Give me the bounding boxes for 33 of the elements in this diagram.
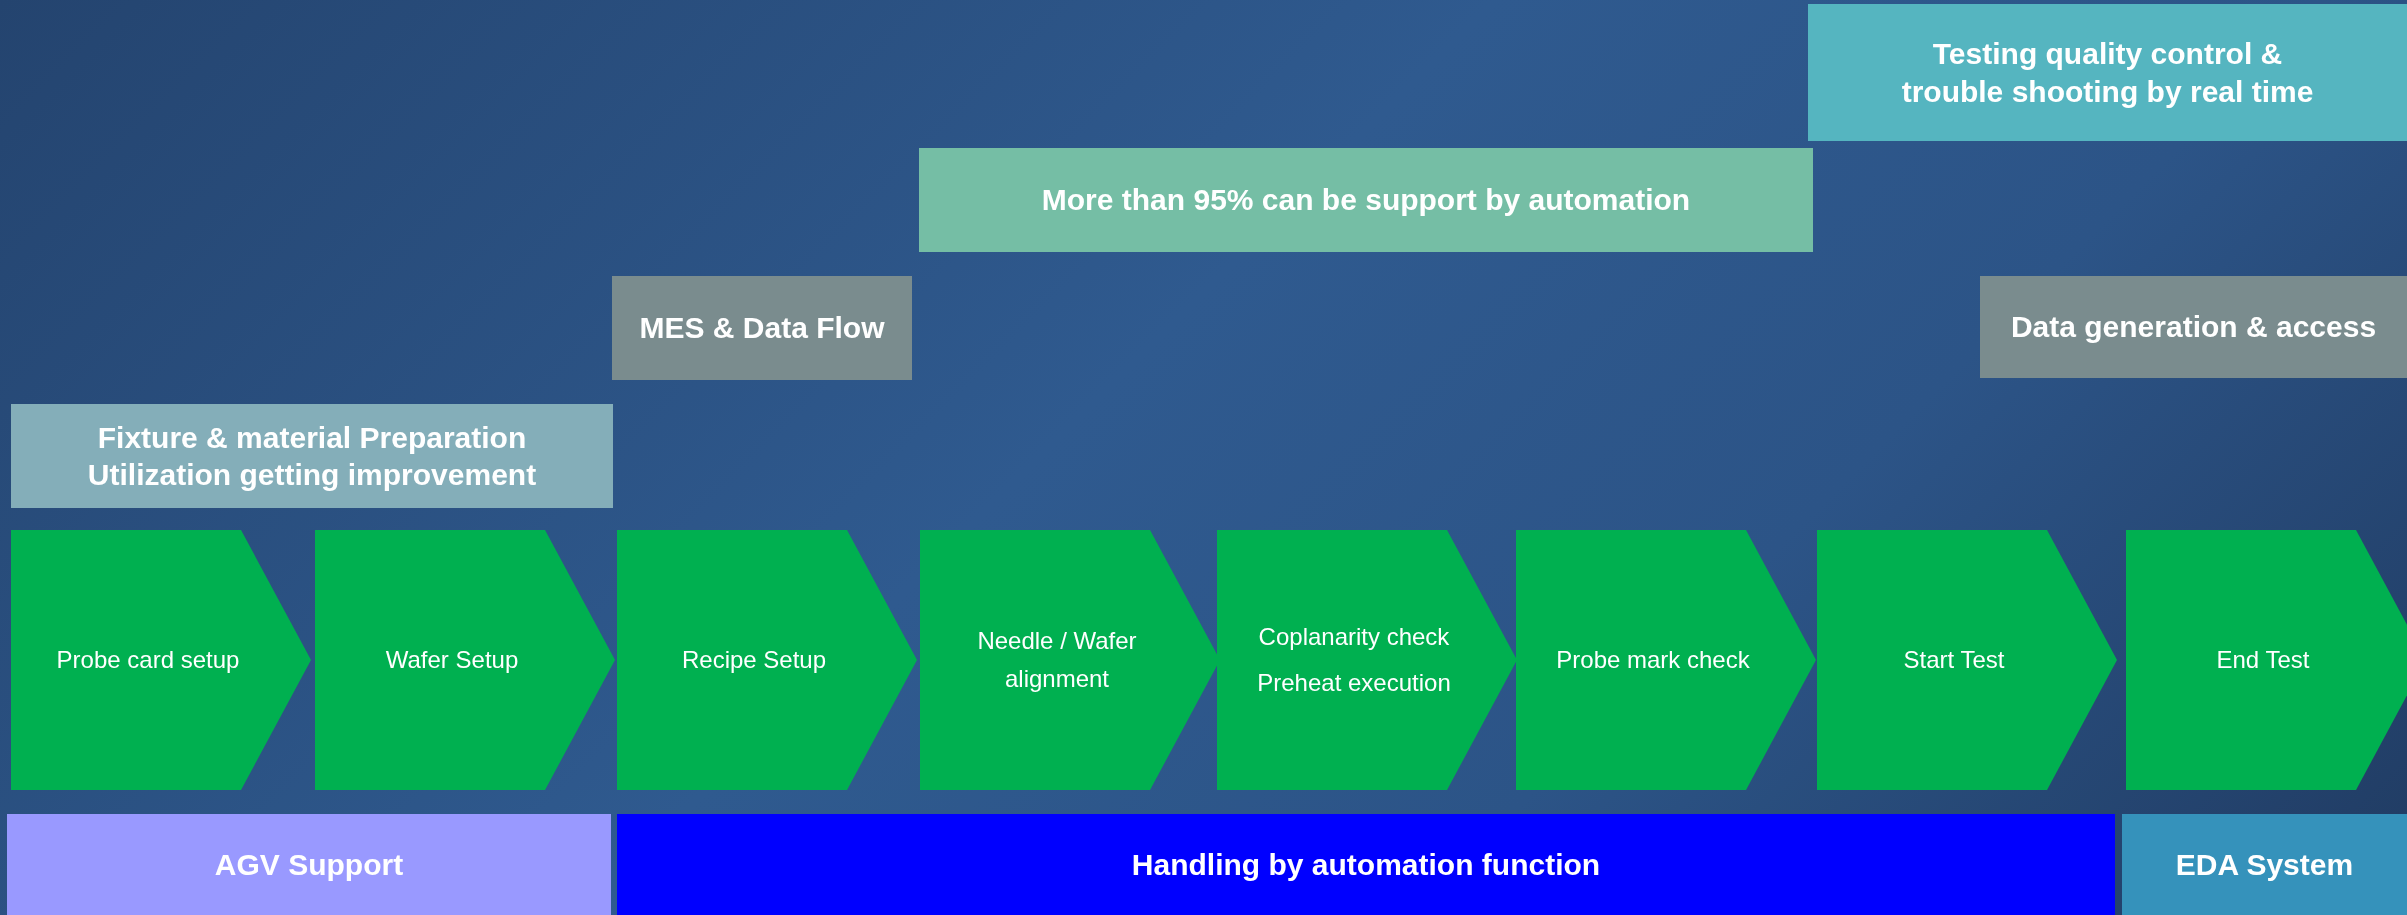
- label-banner: [11, 404, 613, 508]
- node-text: Data generation & access: [2010, 309, 2377, 346]
- process-step: [617, 530, 917, 790]
- node-text: Coplanarity check: [1258, 622, 1450, 653]
- process-step: [1217, 530, 1517, 790]
- process-step: [315, 530, 615, 790]
- node-text: Preheat execution: [1257, 668, 1451, 698]
- node-text: EDA System: [2175, 846, 2354, 883]
- label-banner: [919, 148, 1813, 252]
- node-text: Wafer Setup: [385, 645, 519, 676]
- node-text: MES & Data Flow: [639, 310, 885, 347]
- node-text: Handling by automation function: [1131, 846, 1601, 883]
- node-text: More than 95% can be support by automation: [1041, 182, 1691, 219]
- label-banner: [612, 276, 912, 380]
- node-text: Needle / Wafer alignment: [976, 625, 1138, 694]
- process-step: [2126, 530, 2407, 790]
- process-step: [11, 530, 311, 790]
- node-text: Probe mark check: [1556, 645, 1750, 676]
- process-step: [1817, 530, 2117, 790]
- node-text: Probe card setup: [56, 645, 240, 676]
- category-band: [7, 814, 611, 915]
- process-step: [1516, 530, 1816, 790]
- category-band: [617, 814, 2115, 915]
- process-step: [920, 530, 1220, 790]
- node-text: AGV Support: [214, 846, 404, 883]
- node-text: Fixture & material Preparation Utilization getting improvement: [86, 419, 538, 493]
- node-text: Start Test: [1903, 645, 2005, 676]
- label-banner: [1980, 276, 2407, 378]
- category-band: [2122, 814, 2407, 915]
- node-text: End Test: [2216, 645, 2310, 676]
- node-text: Testing quality control & trouble shooting by real time: [1900, 36, 2315, 110]
- node-text: Recipe Setup: [681, 645, 827, 676]
- label-banner: [1808, 4, 2407, 141]
